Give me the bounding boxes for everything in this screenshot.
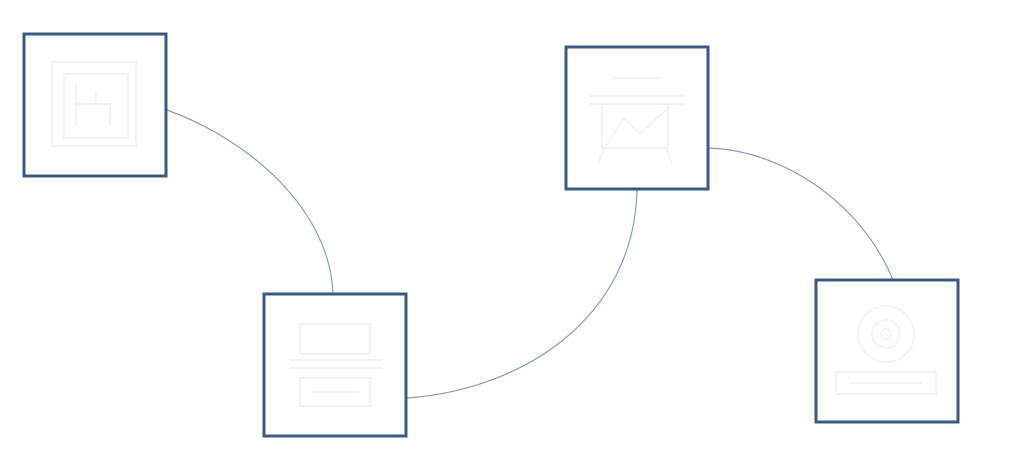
connector-3-4 [707,147,894,281]
presentation-board-icon [590,77,684,165]
target-badge-icon [835,305,937,395]
node-1 [22,32,168,178]
connector-1-2 [166,109,334,295]
printer-icon [290,323,382,407]
node-2 [262,292,408,438]
node-4 [814,278,960,424]
connector-2-3 [406,187,638,399]
document-icon [51,61,137,147]
node-3 [564,45,710,191]
